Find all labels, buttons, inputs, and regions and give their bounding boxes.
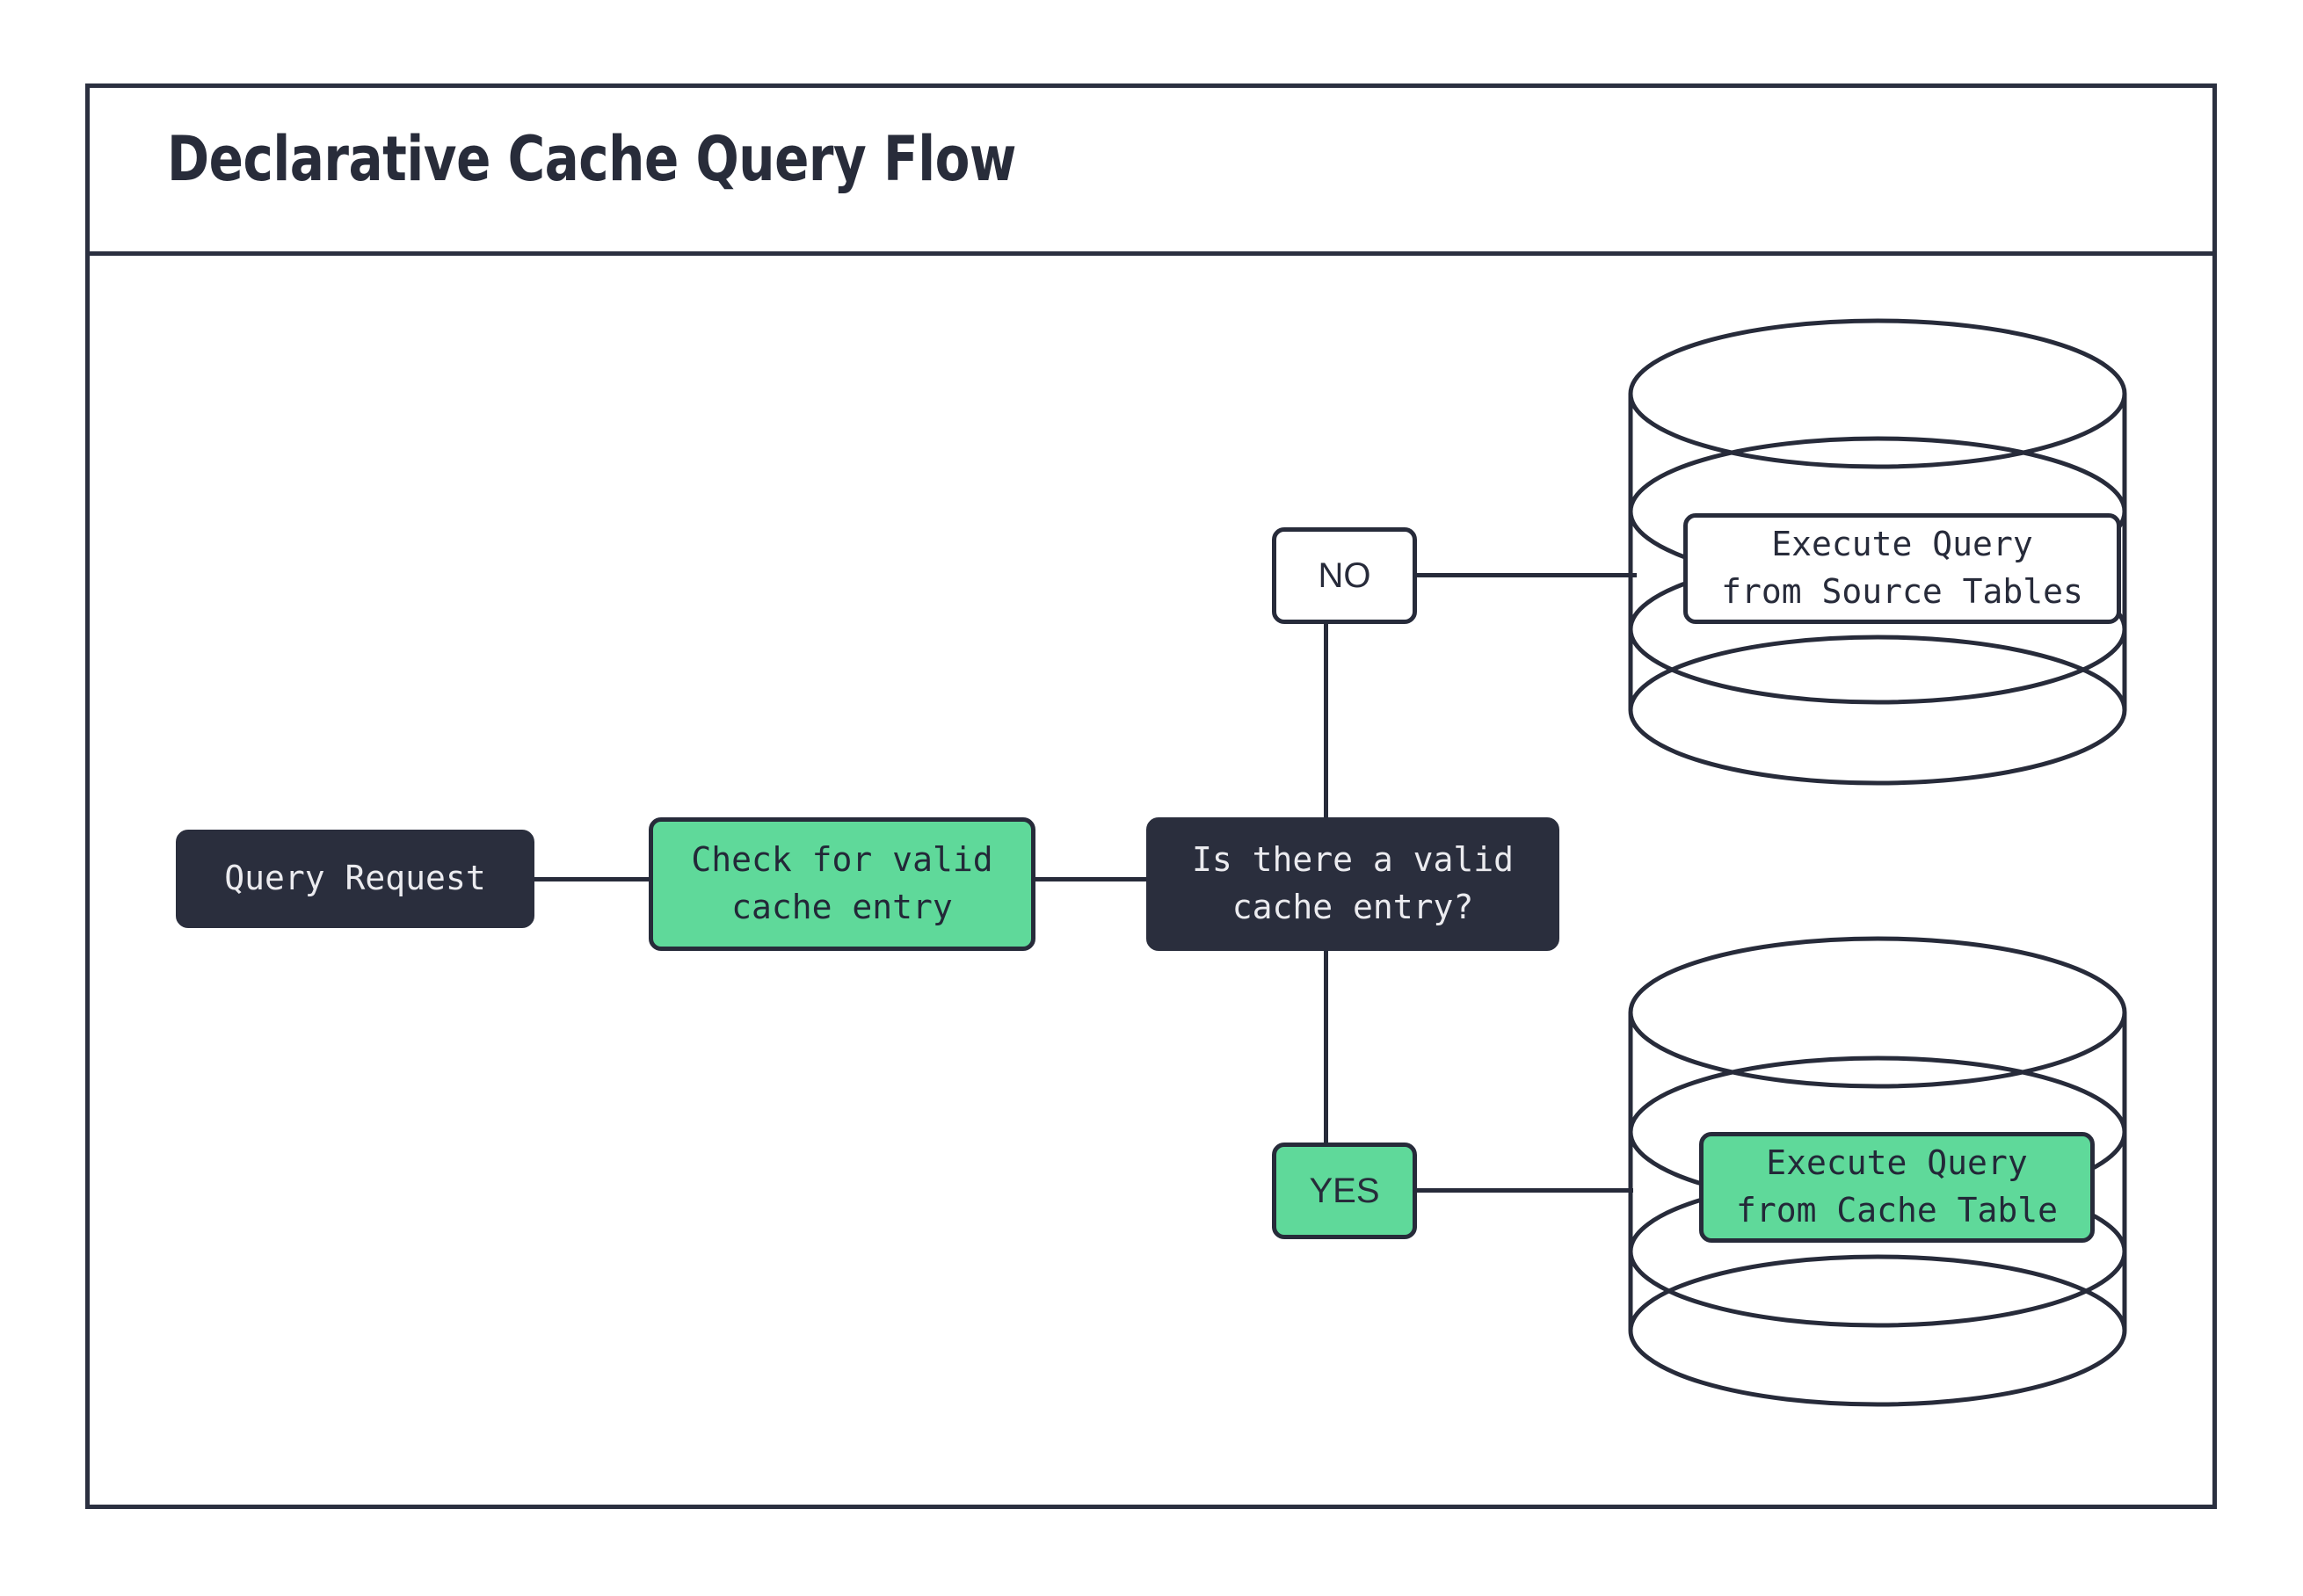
edge-decision-to-no (1324, 620, 1328, 821)
node-check-for-valid-cache-entry[interactable]: Check for valid cache entry (649, 817, 1035, 951)
node-is-there-a-valid-cache-entry[interactable]: Is there a valid cache entry? (1146, 817, 1559, 951)
node-query-request[interactable]: Query Request (176, 830, 534, 928)
node-execute-query-from-source-tables[interactable]: Execute Query from Source Tables (1683, 513, 2121, 624)
edge-label-yes[interactable]: YES (1272, 1143, 1417, 1239)
edge-check-to-decision (1034, 877, 1148, 881)
node-execute-query-from-cache-table[interactable]: Execute Query from Cache Table (1699, 1132, 2095, 1243)
edge-decision-to-yes (1324, 949, 1328, 1144)
diagram-header (85, 83, 2217, 256)
edge-label-no[interactable]: NO (1272, 527, 1417, 624)
edge-yes-to-cache-table (1415, 1188, 1633, 1193)
page-title: Declarative Cache Query Flow (167, 123, 1016, 195)
edge-request-to-check (534, 877, 650, 881)
edge-no-to-source-tables (1415, 573, 1637, 577)
